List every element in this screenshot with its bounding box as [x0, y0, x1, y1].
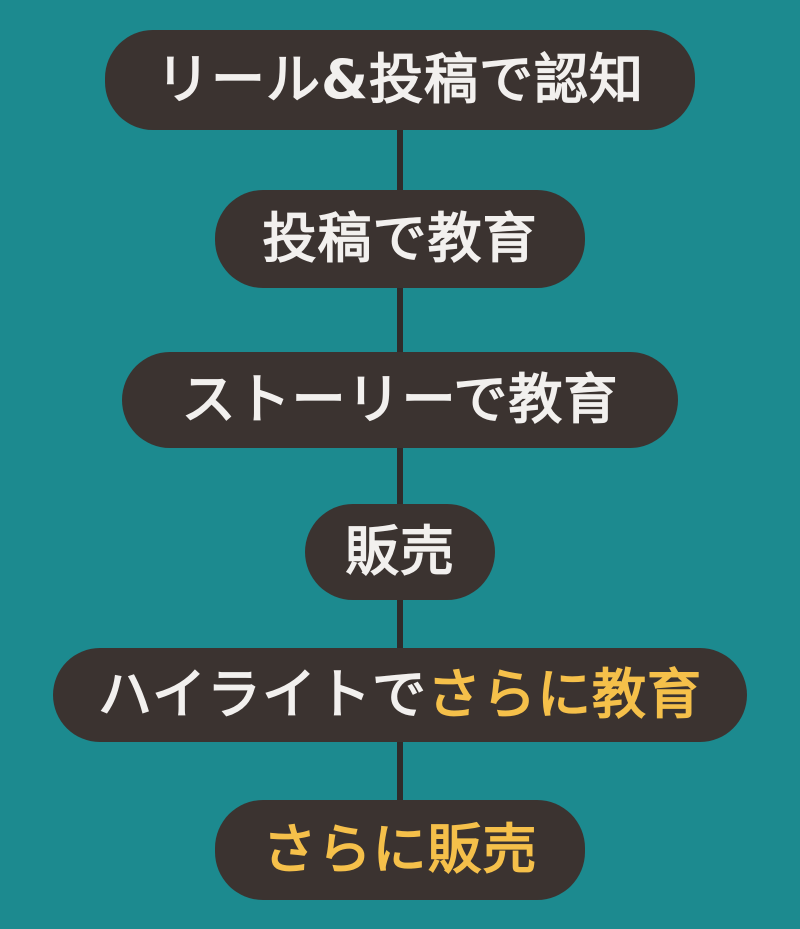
- step-2-label: 投稿で教育: [262, 207, 538, 270]
- connector-5-6: [397, 740, 403, 802]
- connector-1-2: [397, 128, 403, 192]
- step-2-post-education: 投稿で教育: [215, 190, 585, 288]
- step-4-sales: 販売: [305, 504, 495, 600]
- connector-4-5: [397, 598, 403, 650]
- step-5-highlight-education: ハイライトでさらに教育: [53, 648, 747, 742]
- step-1-label: リール&投稿で認知: [155, 48, 645, 111]
- step-6-further-sales: さらに販売: [215, 800, 585, 900]
- connector-3-4: [397, 446, 403, 506]
- step-1-awareness: リール&投稿で認知: [105, 30, 695, 130]
- step-3-story-education: ストーリーで教育: [122, 352, 678, 448]
- step-5-label-plain: ハイライトで: [98, 663, 427, 726]
- connector-2-3: [397, 286, 403, 354]
- step-6-label-accent: さらに販売: [262, 818, 538, 881]
- step-5-label-accent: さらに教育: [426, 663, 702, 726]
- step-3-label: ストーリーで教育: [181, 368, 619, 431]
- step-4-label: 販売: [345, 520, 455, 583]
